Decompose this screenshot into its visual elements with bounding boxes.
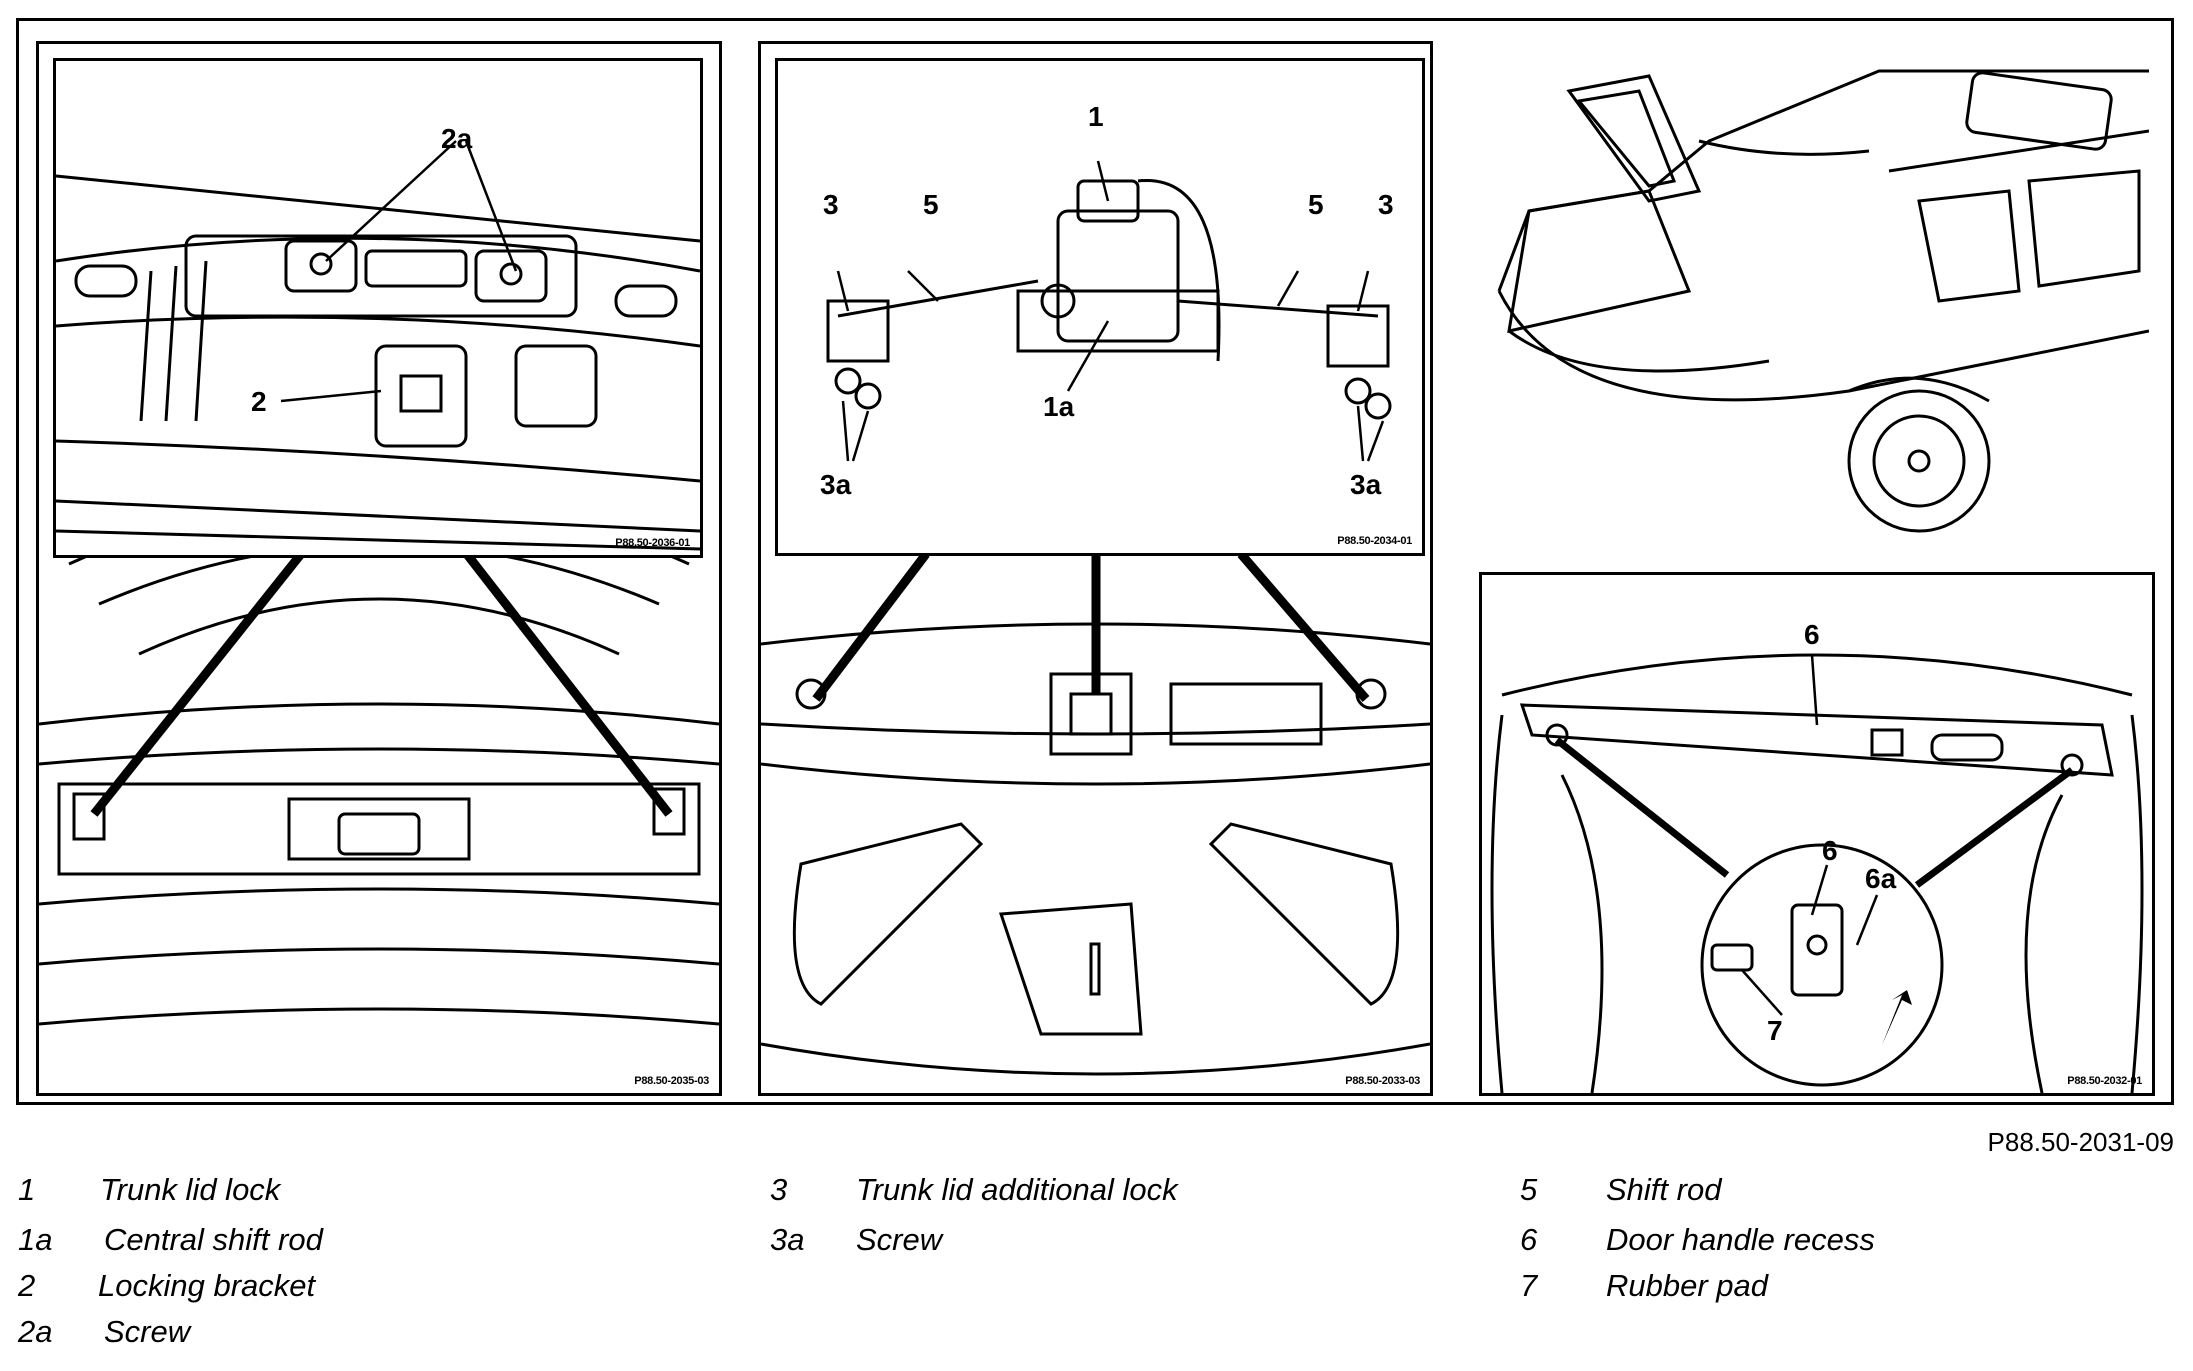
legend-num-2: 2 bbox=[18, 1268, 36, 1303]
callout-3-left: 3 bbox=[823, 189, 839, 220]
callout-3a-left: 3a bbox=[820, 469, 852, 500]
figure-reference-code: P88.50-2031-09 bbox=[1987, 1127, 2174, 1157]
center-detail-inset: 1 1a 3 5 5 3 3a 3a P88.50-2034-01 bbox=[775, 58, 1425, 556]
center-panel: 1 1a 3 5 5 3 3a 3a P88.50-2034-01 P88.50… bbox=[758, 41, 1433, 1096]
callout-5-left: 5 bbox=[923, 189, 939, 220]
legend-text-3a: Screw bbox=[856, 1222, 943, 1257]
legend-text-3: Trunk lid additional lock bbox=[856, 1172, 1178, 1207]
door-handle-recess-drawing bbox=[1490, 653, 2144, 1093]
left-detail-code: P88.50-2036-01 bbox=[615, 537, 690, 549]
callout-5-right: 5 bbox=[1308, 189, 1324, 220]
legend-num-1: 1 bbox=[18, 1172, 36, 1207]
locking-bracket-drawing bbox=[56, 140, 700, 551]
right-view-code: P88.50-2032-01 bbox=[2067, 1075, 2142, 1087]
trunk-lid-drawing bbox=[761, 551, 1430, 1076]
left-detail-inset: 2a 2 P88.50-2036-01 bbox=[53, 58, 703, 558]
callout-1: 1 bbox=[1088, 101, 1104, 132]
legend-num-3: 3 bbox=[770, 1172, 788, 1207]
lock-assembly-drawing bbox=[826, 160, 1392, 462]
legend-num-6: 6 bbox=[1520, 1222, 1538, 1257]
legend-text-1: Trunk lid lock bbox=[100, 1172, 281, 1207]
callout-7: 7 bbox=[1767, 1015, 1783, 1046]
callout-2a: 2a bbox=[441, 123, 473, 154]
legend-text-2a: Screw bbox=[104, 1314, 191, 1349]
trunk-floor-drawing bbox=[39, 492, 719, 1026]
callout-3-right: 3 bbox=[1378, 189, 1394, 220]
legend-num-3a: 3a bbox=[770, 1222, 805, 1257]
callout-2: 2 bbox=[251, 386, 267, 417]
center-view-code: P88.50-2033-03 bbox=[1345, 1075, 1420, 1087]
callout-1a: 1a bbox=[1043, 391, 1075, 422]
legend-num-2a: 2a bbox=[18, 1314, 53, 1349]
right-panel: 6 6 6a 7 P88.50-2032-01 bbox=[1479, 572, 2155, 1096]
legend-text-6: Door handle recess bbox=[1606, 1222, 1875, 1257]
legend-text-1a: Central shift rod bbox=[104, 1222, 323, 1257]
car-rear-illustration bbox=[1497, 69, 2149, 533]
legend-num-1a: 1a bbox=[18, 1222, 53, 1257]
callout-6-detail: 6 bbox=[1822, 835, 1838, 866]
figure-frame: 2a 2 P88.50-2036-01 P88.50-2035-03 bbox=[16, 18, 2174, 1105]
callout-6a: 6a bbox=[1865, 863, 1897, 894]
left-panel: 2a 2 P88.50-2036-01 P88.50-2035-03 bbox=[36, 41, 722, 1096]
legend-text-5: Shift rod bbox=[1606, 1172, 1722, 1207]
left-view-code: P88.50-2035-03 bbox=[634, 1075, 709, 1087]
callout-3a-right: 3a bbox=[1350, 469, 1382, 500]
callout-6-top: 6 bbox=[1804, 619, 1820, 650]
legend-text-2: Locking bracket bbox=[98, 1268, 316, 1303]
legend-text-7: Rubber pad bbox=[1606, 1268, 1769, 1303]
legend-num-7: 7 bbox=[1520, 1268, 1538, 1303]
legend-num-5: 5 bbox=[1520, 1172, 1538, 1207]
center-detail-code: P88.50-2034-01 bbox=[1337, 535, 1412, 547]
